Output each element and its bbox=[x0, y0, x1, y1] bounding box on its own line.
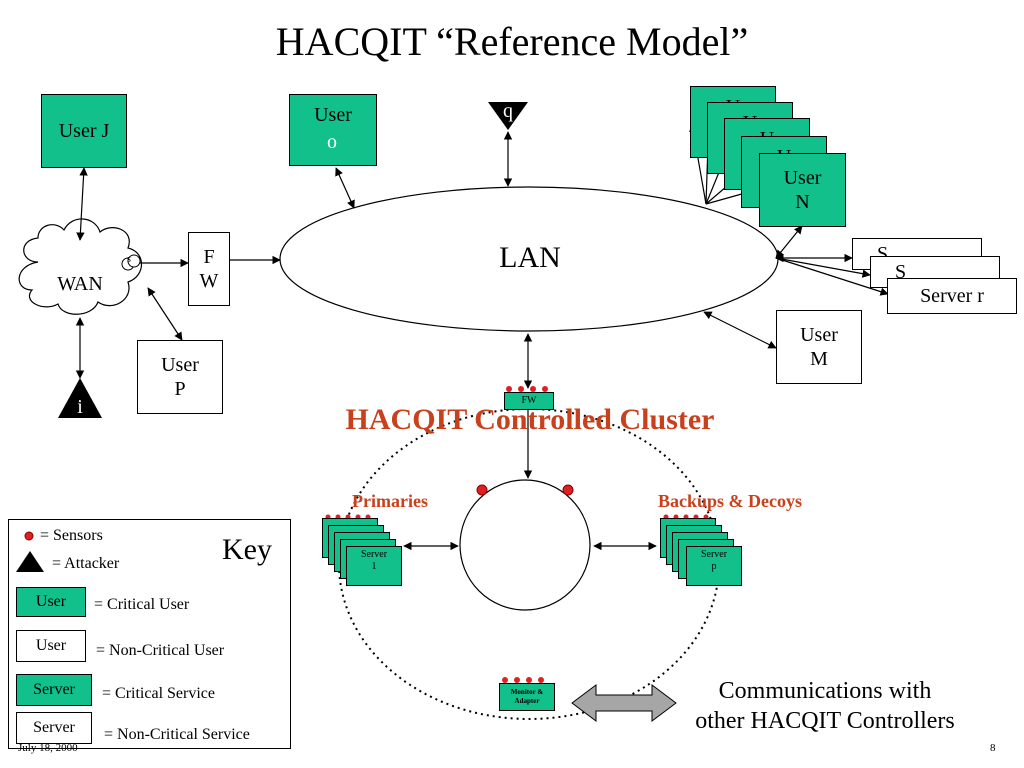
wan-sensor-label: s bbox=[127, 254, 131, 265]
server-p-box: Server p bbox=[686, 546, 742, 586]
user-p-box: User P bbox=[137, 340, 223, 414]
key-legend bbox=[8, 519, 291, 749]
key-noncritical-user: = Non-Critical User bbox=[96, 642, 225, 659]
key-sensors: = Sensors bbox=[40, 527, 103, 544]
primaries-label: Primaries bbox=[352, 491, 428, 511]
wan-label: WAN bbox=[57, 273, 103, 295]
server-r-box: Server r bbox=[887, 278, 1017, 314]
monitor-adapter-box: Monitor & Adapter bbox=[499, 683, 555, 711]
backups-label: Backups & Decoys bbox=[657, 491, 802, 511]
user-n-label-2: N bbox=[795, 191, 810, 213]
core-sensor-left bbox=[476, 484, 488, 496]
cluster-title: HACQIT Controlled Cluster bbox=[345, 403, 715, 436]
server-1-box: Server 1 bbox=[346, 546, 402, 586]
lan-label: LAN bbox=[499, 241, 561, 274]
key-critical-service-swatch: Server bbox=[16, 674, 92, 706]
communications-arrow bbox=[571, 684, 677, 722]
key-noncritical-service: = Non-Critical Service bbox=[104, 726, 250, 743]
user-m-label-2: M bbox=[810, 348, 828, 370]
cluster-core-circle bbox=[459, 479, 591, 611]
attacker-q-triangle bbox=[488, 102, 528, 130]
server-p-label-1: Server bbox=[700, 549, 728, 560]
firewall-label-1: F bbox=[203, 246, 215, 268]
user-o-label: User bbox=[314, 104, 352, 126]
attacker-i-triangle bbox=[58, 378, 102, 418]
monitor-label-2: Adapter bbox=[514, 697, 540, 705]
server-p-label-2: p bbox=[711, 561, 717, 572]
footer-date: July 18, 2000 bbox=[18, 742, 78, 754]
attacker-q-label: q bbox=[503, 100, 513, 122]
communications-line-2: other HACQIT Controllers bbox=[695, 708, 955, 734]
key-critical-service: = Critical Service bbox=[102, 685, 215, 702]
key-title: Key bbox=[222, 533, 272, 566]
key-critical-user: = Critical User bbox=[94, 596, 190, 613]
server-1-label-2: 1 bbox=[371, 561, 377, 572]
communications-text: Communications with other HACQIT Control… bbox=[660, 676, 990, 736]
monitor-label-1: Monitor & bbox=[510, 688, 544, 696]
user-p-label-2: P bbox=[174, 378, 186, 400]
firewall-box: F W bbox=[188, 232, 230, 306]
user-j-label: User J bbox=[58, 120, 110, 142]
attacker-o-label: o bbox=[327, 131, 337, 153]
core-sensor-right bbox=[562, 484, 574, 496]
user-n-box: User N bbox=[759, 153, 846, 227]
cluster-firewall-box: FW bbox=[504, 392, 554, 410]
firewall-label-2: W bbox=[199, 270, 219, 292]
communications-line-1: Communications with bbox=[718, 678, 932, 704]
server-1-label-1: Server bbox=[360, 549, 388, 560]
slide-title: HACQIT “Reference Model” bbox=[275, 19, 749, 64]
footer-page-number: 8 bbox=[990, 742, 996, 754]
key-noncritical-user-swatch: User bbox=[16, 630, 86, 662]
server-r-label: Server r bbox=[920, 285, 984, 307]
user-n-label-1: User bbox=[783, 167, 822, 189]
key-noncritical-service-swatch: Server bbox=[16, 712, 92, 744]
wan-cloud bbox=[18, 218, 143, 315]
user-p-label-1: User bbox=[161, 354, 199, 376]
user-m-label-1: User bbox=[800, 324, 838, 346]
cluster-fw-sensors bbox=[504, 385, 554, 393]
key-attacker: = Attacker bbox=[52, 555, 120, 572]
attacker-i-label: i bbox=[77, 396, 83, 418]
user-m-box: User M bbox=[776, 310, 862, 384]
key-critical-user-swatch: User bbox=[16, 587, 86, 617]
monitor-sensors bbox=[499, 676, 555, 684]
user-j-box: User J bbox=[41, 94, 127, 168]
cluster-firewall-label: FW bbox=[521, 395, 537, 406]
user-o-box: User bbox=[289, 94, 377, 166]
